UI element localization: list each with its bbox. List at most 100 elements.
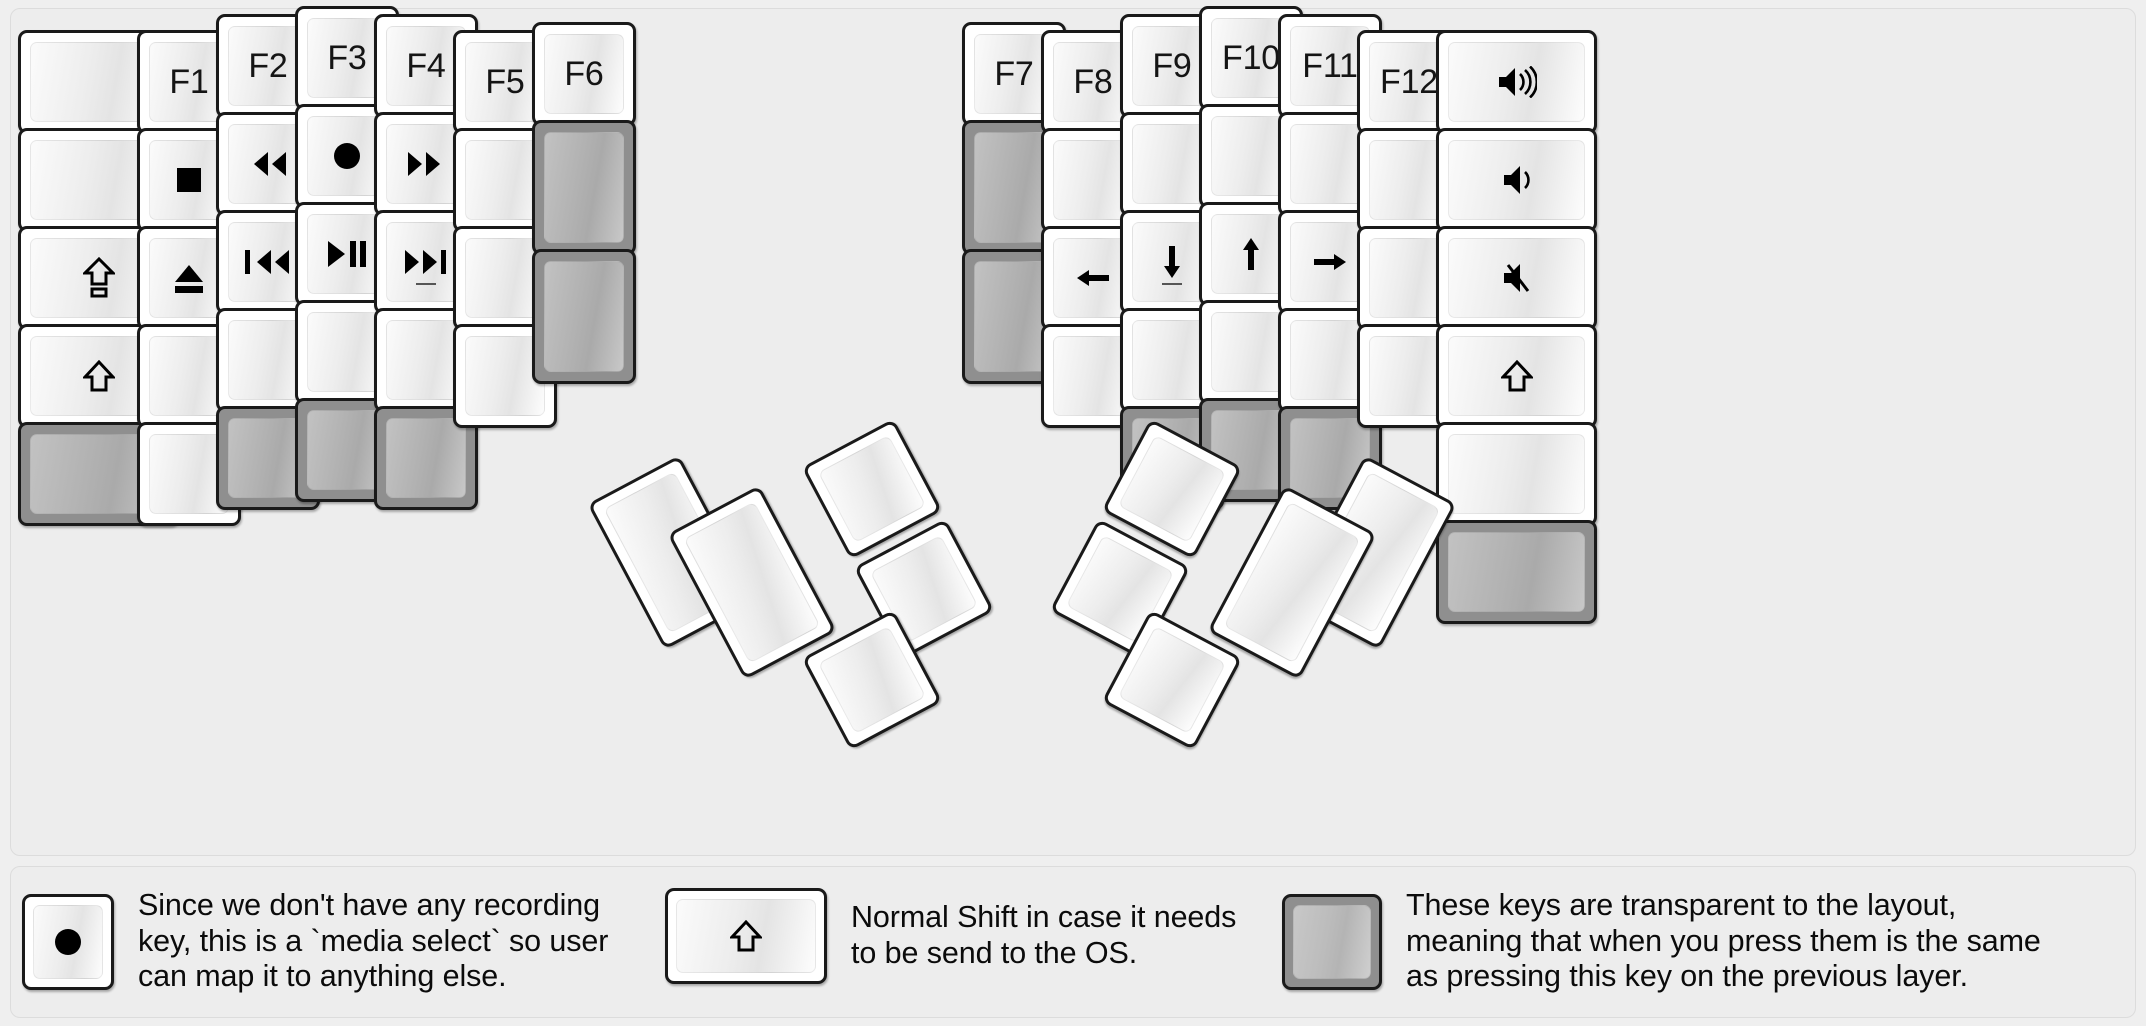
next-track-icon [403, 249, 449, 275]
key-cap [149, 336, 229, 416]
key-label: F8 [1073, 62, 1113, 101]
key-cap [465, 336, 545, 416]
key-cap [1132, 222, 1212, 302]
key-cap [228, 320, 308, 400]
right-key-col-pinky-outer-r5[interactable] [1436, 422, 1597, 526]
key-cap [1117, 625, 1227, 735]
key-sublegend-mark [1162, 283, 1182, 285]
eject-icon [173, 263, 205, 293]
right-key-col-pinky-outer-r4[interactable] [1436, 324, 1597, 428]
right-key-col-pinky-outer-r6[interactable] [1436, 520, 1597, 624]
shift-arrow-icon [1500, 359, 1533, 393]
key-label: F7 [994, 54, 1034, 93]
key-label: F2 [248, 46, 288, 85]
key-cap [1211, 312, 1291, 392]
key-cap [1132, 124, 1212, 204]
key-label: F5 [485, 62, 525, 101]
key-cap [228, 124, 308, 204]
right-key-col-index-r1[interactable]: F9 [1120, 14, 1224, 118]
key-cap [386, 124, 466, 204]
legend-item-1: Since we don't have any recording key, t… [22, 888, 608, 995]
key-cap [1448, 42, 1585, 122]
key-sublegend-mark [416, 283, 436, 285]
key-cap [1053, 238, 1133, 318]
key-cap: F4 [386, 26, 466, 106]
record-dot-icon [53, 927, 83, 957]
left-key-col-inner-r3[interactable] [532, 249, 636, 384]
key-cap: F5 [465, 42, 545, 122]
legend-description-3: These keys are transparent to the layout… [1406, 888, 2041, 994]
key-label: F1 [169, 62, 209, 101]
key-label: F10 [1222, 38, 1280, 77]
key-cap [1448, 336, 1585, 416]
caps-lock-arrow-icon [82, 257, 115, 299]
key-cap [307, 410, 387, 490]
key-cap: F10 [1211, 18, 1291, 98]
key-cap [149, 140, 229, 220]
key-cap [307, 312, 387, 392]
key-cap: F12 [1369, 42, 1449, 122]
key-cap [817, 625, 927, 735]
key-cap: F6 [544, 34, 624, 114]
stop-icon [175, 166, 203, 194]
key-cap [1211, 214, 1291, 294]
key-cap [149, 434, 229, 514]
arrow-down-icon [1159, 244, 1185, 280]
legend-item-3: These keys are transparent to the layout… [1282, 888, 2041, 995]
key-cap: F2 [228, 26, 308, 106]
volume-mute-icon [1502, 262, 1532, 294]
key-cap [228, 418, 308, 498]
legend-sample-cap [33, 904, 103, 979]
key-cap: F3 [307, 18, 387, 98]
right-key-col-pinky-outer-r3[interactable] [1436, 226, 1597, 330]
shift-arrow-icon [730, 919, 762, 953]
legend-item-2: Normal Shift in case it needs to be send… [665, 888, 1236, 984]
prev-track-icon [245, 249, 291, 275]
legend-sample-key-2 [665, 888, 827, 984]
key-cap [1448, 238, 1585, 318]
key-cap [817, 434, 927, 544]
left-key-col-inner-r1[interactable]: F6 [532, 22, 636, 126]
key-cap [974, 132, 1054, 243]
key-cap [1448, 532, 1585, 612]
key-cap [1369, 238, 1449, 318]
key-cap [386, 222, 466, 302]
key-cap: F11 [1290, 26, 1370, 106]
key-cap [1132, 320, 1212, 400]
key-cap: F1 [149, 42, 229, 122]
key-cap: F9 [1132, 26, 1212, 106]
key-label: F6 [564, 54, 604, 93]
key-cap [1117, 434, 1227, 544]
volume-down-icon [1502, 164, 1532, 196]
key-cap [544, 261, 624, 372]
legend-description-1: Since we don't have any recording key, t… [138, 888, 609, 994]
key-cap [307, 214, 387, 294]
key-label: F12 [1380, 62, 1438, 101]
arrow-left-icon [1075, 265, 1111, 291]
key-cap [1053, 336, 1133, 416]
arrow-right-icon [1312, 249, 1348, 275]
shift-arrow-icon [82, 359, 115, 393]
legend-description-2: Normal Shift in case it needs to be send… [851, 900, 1237, 970]
key-label: F11 [1302, 46, 1358, 85]
left-key-col-index-inner-r1[interactable]: F5 [453, 30, 557, 134]
legend-panel [10, 866, 2136, 1018]
record-dot-icon [332, 141, 362, 171]
key-cap [228, 222, 308, 302]
rewind-icon [248, 151, 288, 177]
arrow-up-icon [1238, 236, 1264, 272]
legend-sample-cap [676, 899, 816, 973]
right-key-col-pinky-outer-r1[interactable] [1436, 30, 1597, 134]
key-cap: F7 [974, 34, 1054, 114]
legend-sample-cap [1293, 904, 1371, 979]
right-key-col-middle-r2[interactable] [1199, 104, 1303, 208]
volume-up-icon [1497, 66, 1537, 98]
left-key-col-inner-r2[interactable] [532, 120, 636, 255]
key-label: F9 [1152, 46, 1192, 85]
key-label: F3 [327, 38, 367, 77]
key-cap [1448, 140, 1585, 220]
right-key-col-pinky-outer-r2[interactable] [1436, 128, 1597, 232]
play-pause-icon [327, 240, 368, 268]
legend-sample-key-3 [1282, 893, 1382, 990]
